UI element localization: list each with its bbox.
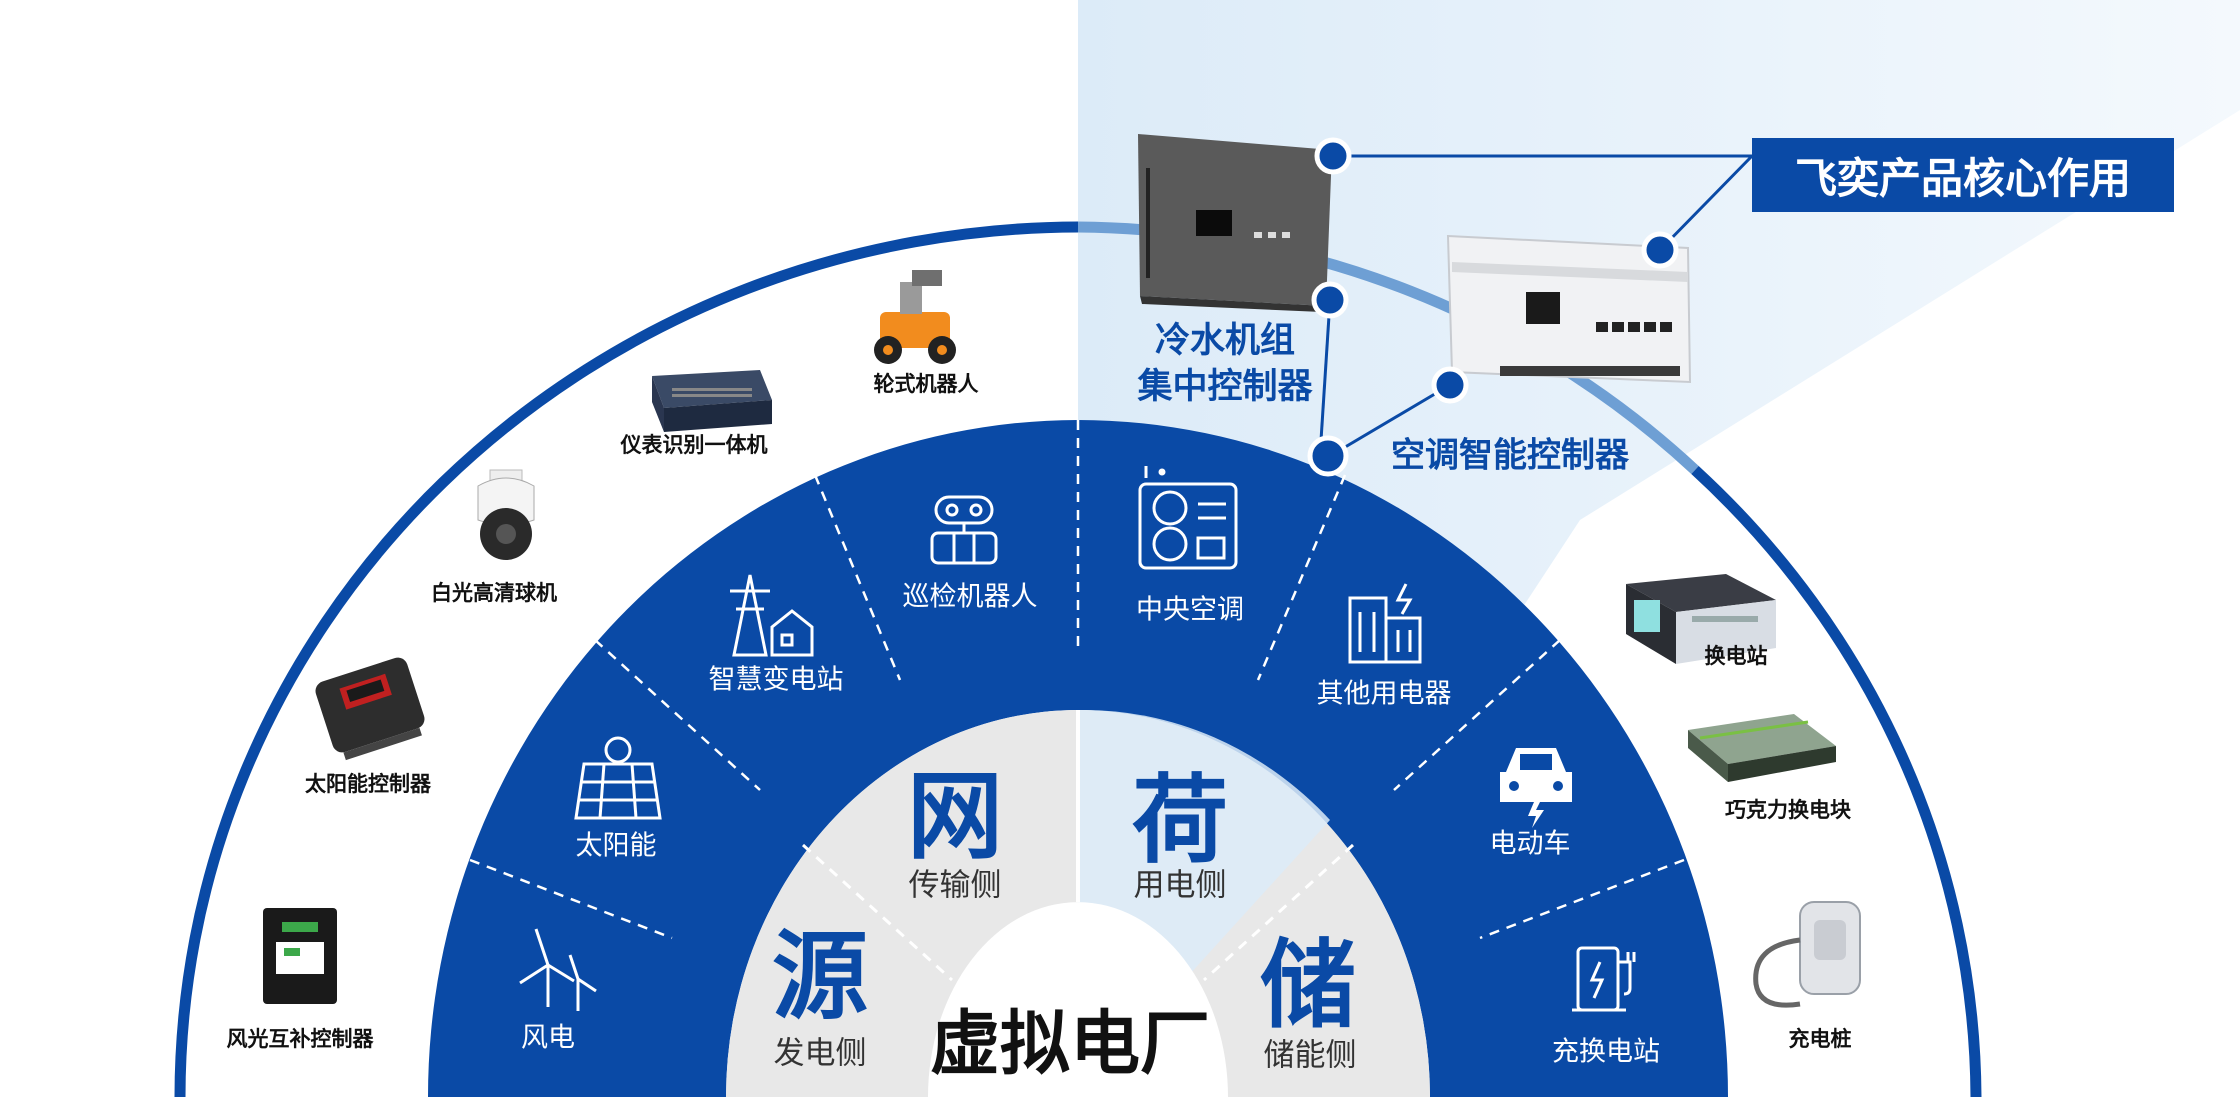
segment-label-other-appliances: 其他用电器 bbox=[1316, 678, 1452, 710]
device-label-battery-swap-station: 换电站 bbox=[1704, 644, 1768, 668]
charging-station-icon bbox=[1572, 946, 1636, 1012]
outer-arc-left bbox=[174, 221, 1079, 1097]
segment-label-charging-station: 充换电站 bbox=[1552, 1036, 1660, 1068]
section-label-storage: 储能侧 bbox=[1263, 1037, 1357, 1074]
segment-label-robot: 巡检机器人 bbox=[902, 581, 1038, 613]
device-label-meter-box: 仪表识别一体机 bbox=[620, 433, 768, 457]
device-label-wind-solar-controller: 风光互补控制器 bbox=[226, 1027, 374, 1051]
section-char-grid: 网 bbox=[907, 760, 1003, 873]
charging-pile-image bbox=[1753, 901, 1861, 1008]
section-label-source: 发电侧 bbox=[773, 1035, 867, 1072]
electric-car-icon bbox=[1500, 748, 1572, 828]
solar-panel-icon bbox=[574, 736, 662, 820]
callout-connectors bbox=[1318, 154, 1754, 458]
solar-controller-image bbox=[315, 657, 425, 761]
device-label-charging-pile: 充电桩 bbox=[1788, 1027, 1852, 1051]
center-title: 虚拟电厂 bbox=[930, 1002, 1210, 1085]
robot-icon bbox=[930, 495, 998, 565]
chiller-controller-name: 冷水机组 集中控制器 bbox=[1137, 321, 1313, 407]
connector-dots bbox=[1307, 137, 1679, 477]
building-icon bbox=[1348, 583, 1422, 664]
ac-controller-image bbox=[1446, 234, 1692, 384]
segment-label-central-ac: 中央空调 bbox=[1136, 594, 1244, 626]
section-char-source: 源 bbox=[772, 920, 868, 1033]
wind-solar-controller-image bbox=[263, 908, 337, 1004]
segment-label-substation: 智慧变电站 bbox=[708, 664, 844, 696]
device-label-wheeled-robot: 轮式机器人 bbox=[873, 372, 979, 396]
section-char-storage: 储 bbox=[1260, 929, 1356, 1042]
device-label-dome-camera: 白光高清球机 bbox=[431, 581, 557, 605]
device-label-battery-block: 巧克力换电块 bbox=[1725, 798, 1851, 822]
substation-icon bbox=[730, 574, 814, 657]
wind-turbine-icon bbox=[519, 928, 597, 1011]
segment-label-solar: 太阳能 bbox=[575, 830, 657, 862]
central-ac-icon bbox=[1138, 466, 1238, 570]
wheeled-robot-image bbox=[874, 270, 956, 364]
ac-controller-name: 空调智能控制器 bbox=[1391, 435, 1629, 476]
section-label-load: 用电侧 bbox=[1133, 867, 1227, 904]
section-label-grid: 传输侧 bbox=[908, 867, 1002, 904]
ring-separators bbox=[469, 420, 1685, 940]
device-label-solar-controller: 太阳能控制器 bbox=[305, 772, 431, 796]
battery-block-image bbox=[1688, 714, 1836, 782]
chiller-controller-image bbox=[1138, 134, 1332, 312]
meter-recognition-box-image bbox=[652, 370, 772, 432]
battery-swap-station-image bbox=[1626, 574, 1776, 664]
core-role-callout: 飞奕产品核心作用 bbox=[1752, 138, 2174, 212]
section-char-load: 荷 bbox=[1132, 764, 1228, 877]
segment-label-wind: 风电 bbox=[521, 1022, 575, 1054]
dome-camera-image bbox=[477, 469, 535, 560]
outer-arc-right bbox=[1691, 465, 1982, 1097]
inner-core bbox=[928, 902, 1228, 1097]
segment-label-ev: 电动车 bbox=[1489, 828, 1571, 860]
